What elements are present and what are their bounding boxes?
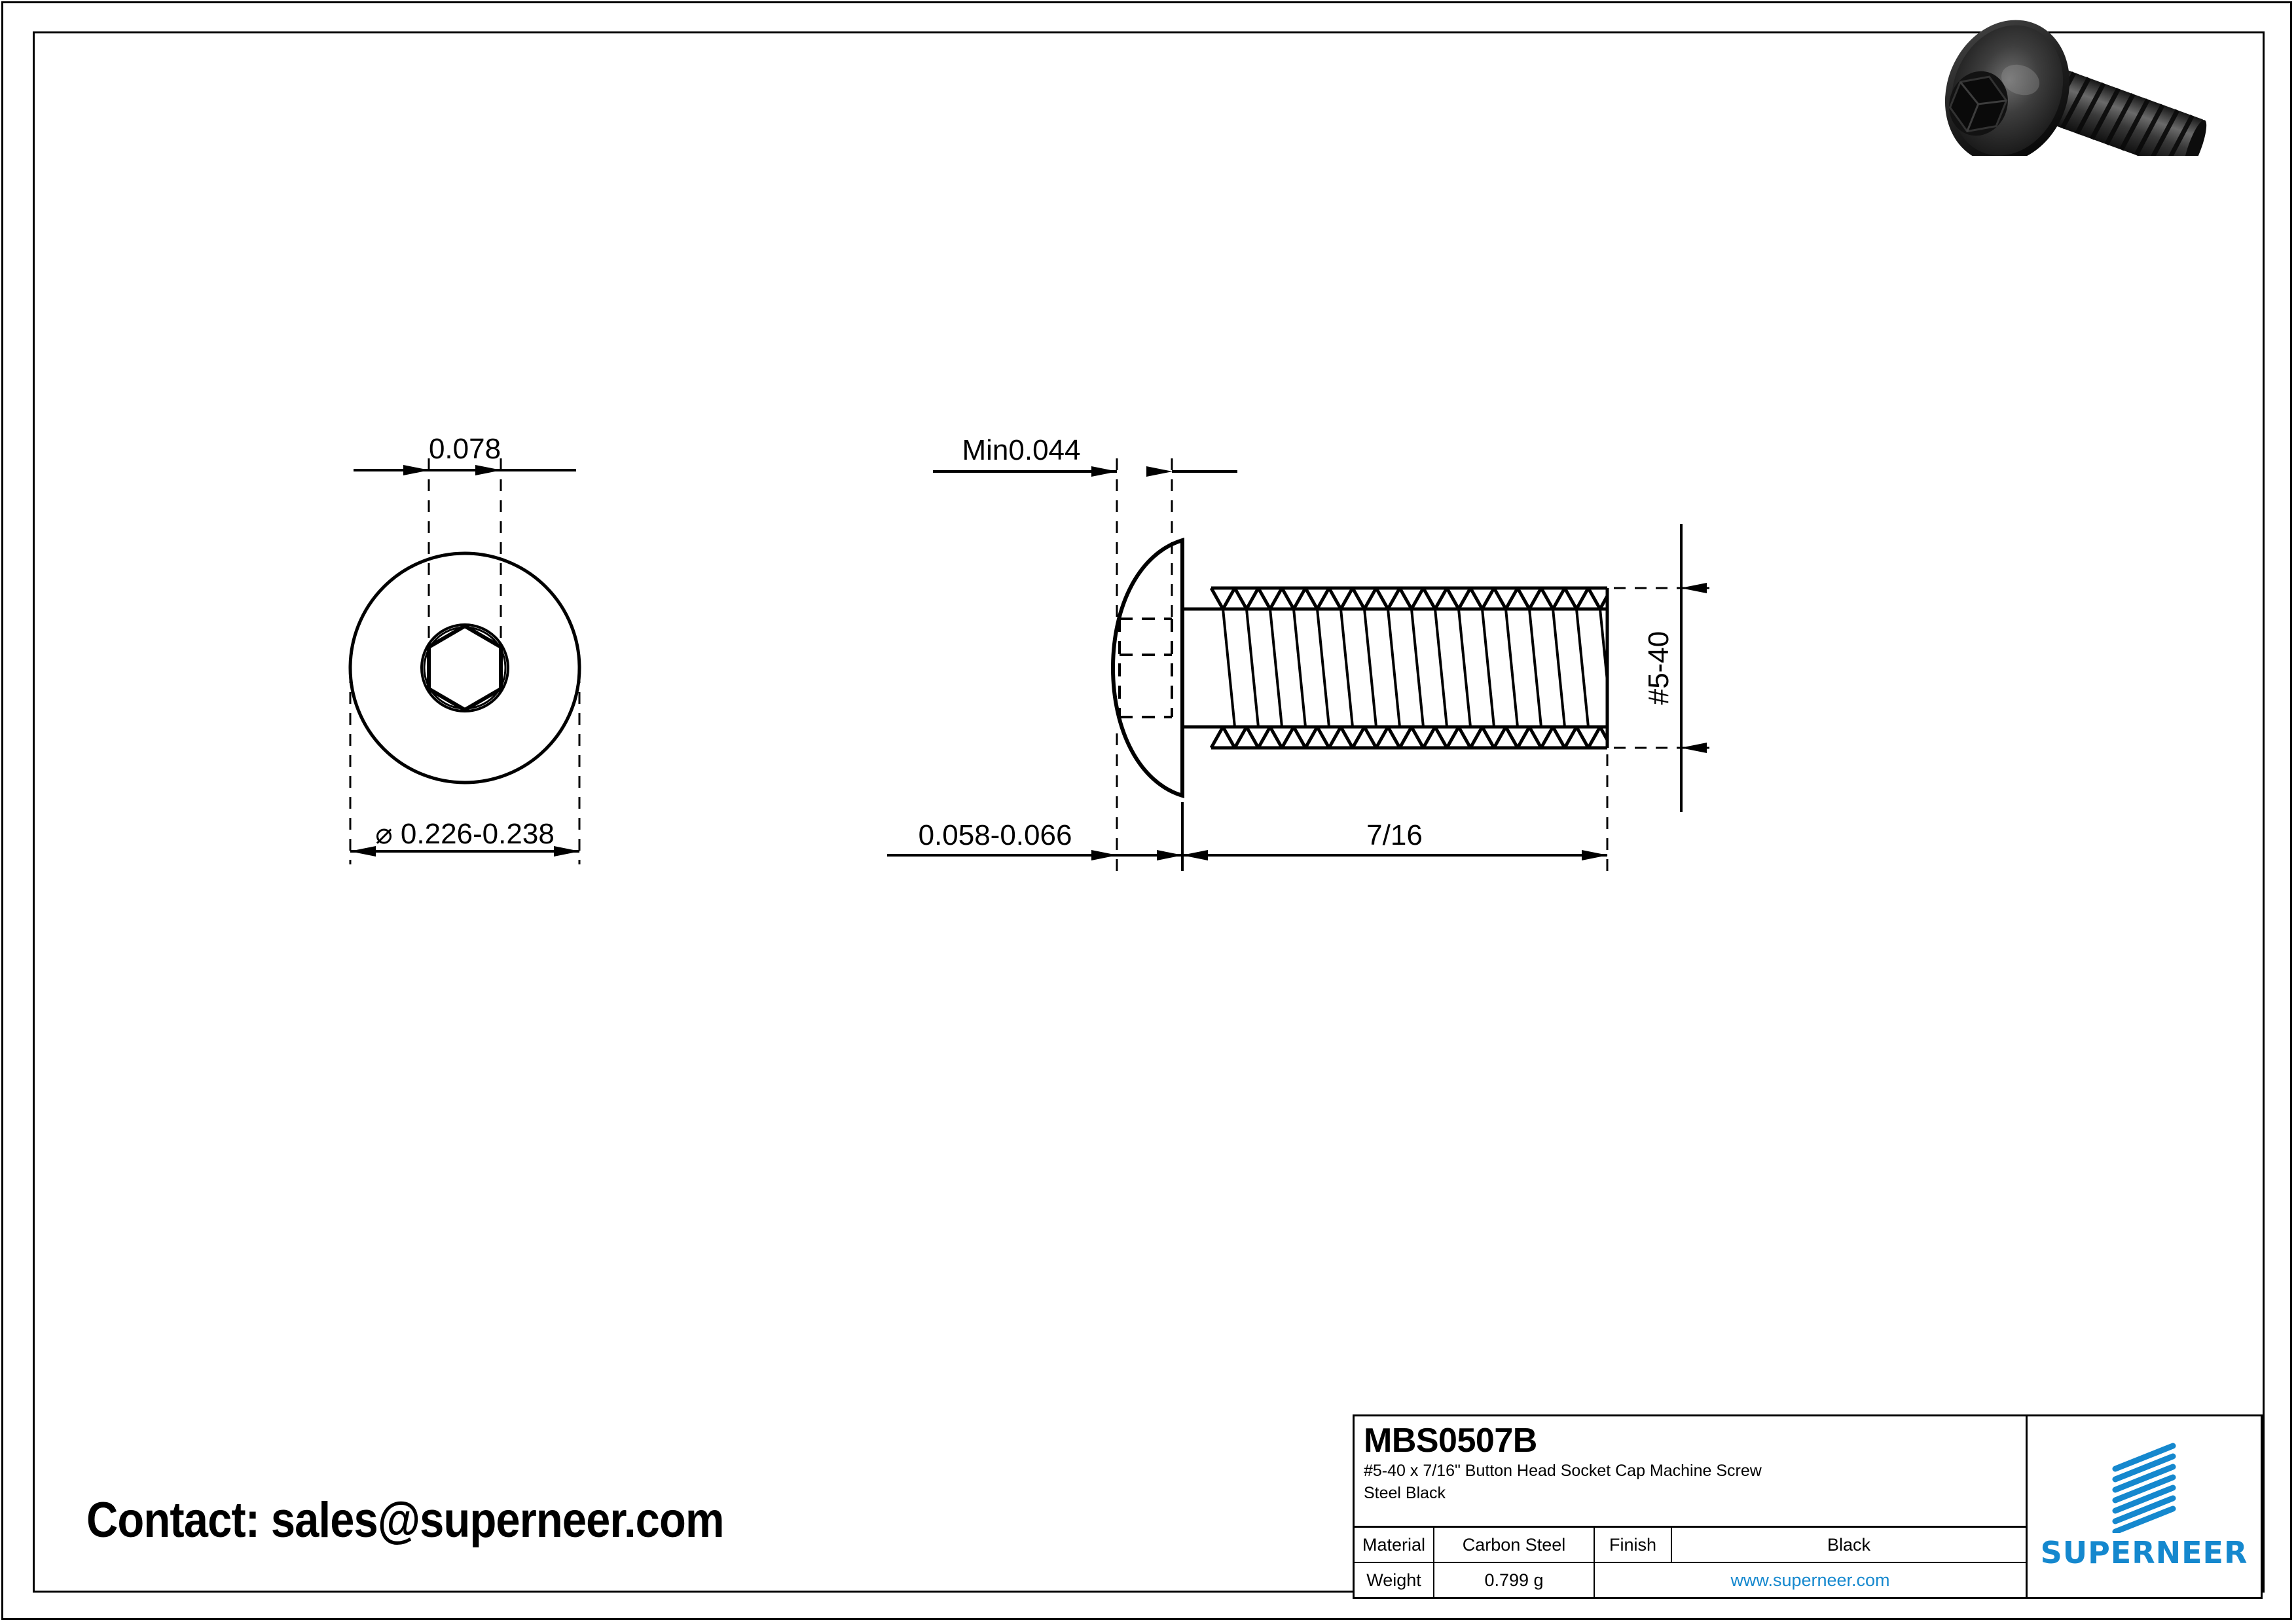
part-description-line-1: #5-40 x 7/16" Button Head Socket Cap Mac… (1364, 1462, 1762, 1480)
head-dome-profile (1110, 537, 1184, 799)
weight-value: 0.799 g (1434, 1563, 1595, 1597)
side-view-group: Min0.044 0.058-0.066 7/16 #5-40 (887, 434, 1715, 871)
material-value: Carbon Steel (1434, 1528, 1595, 1562)
part-description-line-2: Steel Black (1364, 1484, 1446, 1502)
top-view-group: 0.078 ⌀ 0.226-0.238 (348, 433, 581, 864)
product-3d-render (1944, 20, 2207, 156)
thread-crests-top (1209, 587, 1609, 610)
brand-name: SUPERNEER (2040, 1535, 2248, 1570)
socket-outer-circle (420, 623, 509, 712)
socket-hexagon (427, 623, 503, 712)
screw-head-3d (1944, 20, 2070, 156)
finish-value: Black (1827, 1534, 1871, 1555)
dim-text-head-diameter: ⌀ 0.226-0.238 (375, 818, 555, 850)
thread-crests-bottom (1209, 726, 1609, 749)
hex-socket-3d (1948, 71, 2008, 136)
dim-text-head-height: 0.058-0.066 (919, 819, 1072, 851)
superneer-logo-icon (2112, 1443, 2176, 1533)
title-block-header: MBS0507B #5-40 x 7/16" Button Head Socke… (1355, 1416, 2026, 1528)
brand-block: SUPERNEER (2028, 1416, 2261, 1597)
title-block-left: MBS0507B #5-40 x 7/16" Button Head Socke… (1355, 1416, 2028, 1597)
part-number: MBS0507B (1364, 1422, 1537, 1460)
weight-label: Weight (1355, 1563, 1434, 1597)
material-label: Material (1355, 1528, 1434, 1562)
dim-text-length: 7/16 (1366, 819, 1423, 851)
title-block-row-weight: Weight 0.799 g www.superneer.com (1355, 1563, 2026, 1597)
dim-text-thread: #5-40 (1643, 631, 1675, 705)
head-outline-circle (348, 551, 581, 784)
dim-text-socket-depth: Min0.044 (962, 434, 1080, 466)
title-block: MBS0507B #5-40 x 7/16" Button Head Socke… (1353, 1414, 2263, 1599)
sheet-inner-border (33, 31, 2265, 1593)
thread-flank-lines (1222, 608, 1609, 728)
finish-label: Finish (1595, 1528, 1672, 1562)
title-block-row-material: Material Carbon Steel Finish Black (1355, 1528, 2026, 1563)
dim-text-socket-across-flats: 0.078 (429, 433, 501, 465)
socket-inner-circle (423, 626, 507, 710)
contact-email: Contact: sales@superneer.com (86, 1492, 724, 1548)
website-link[interactable]: www.superneer.com (1730, 1570, 1890, 1590)
